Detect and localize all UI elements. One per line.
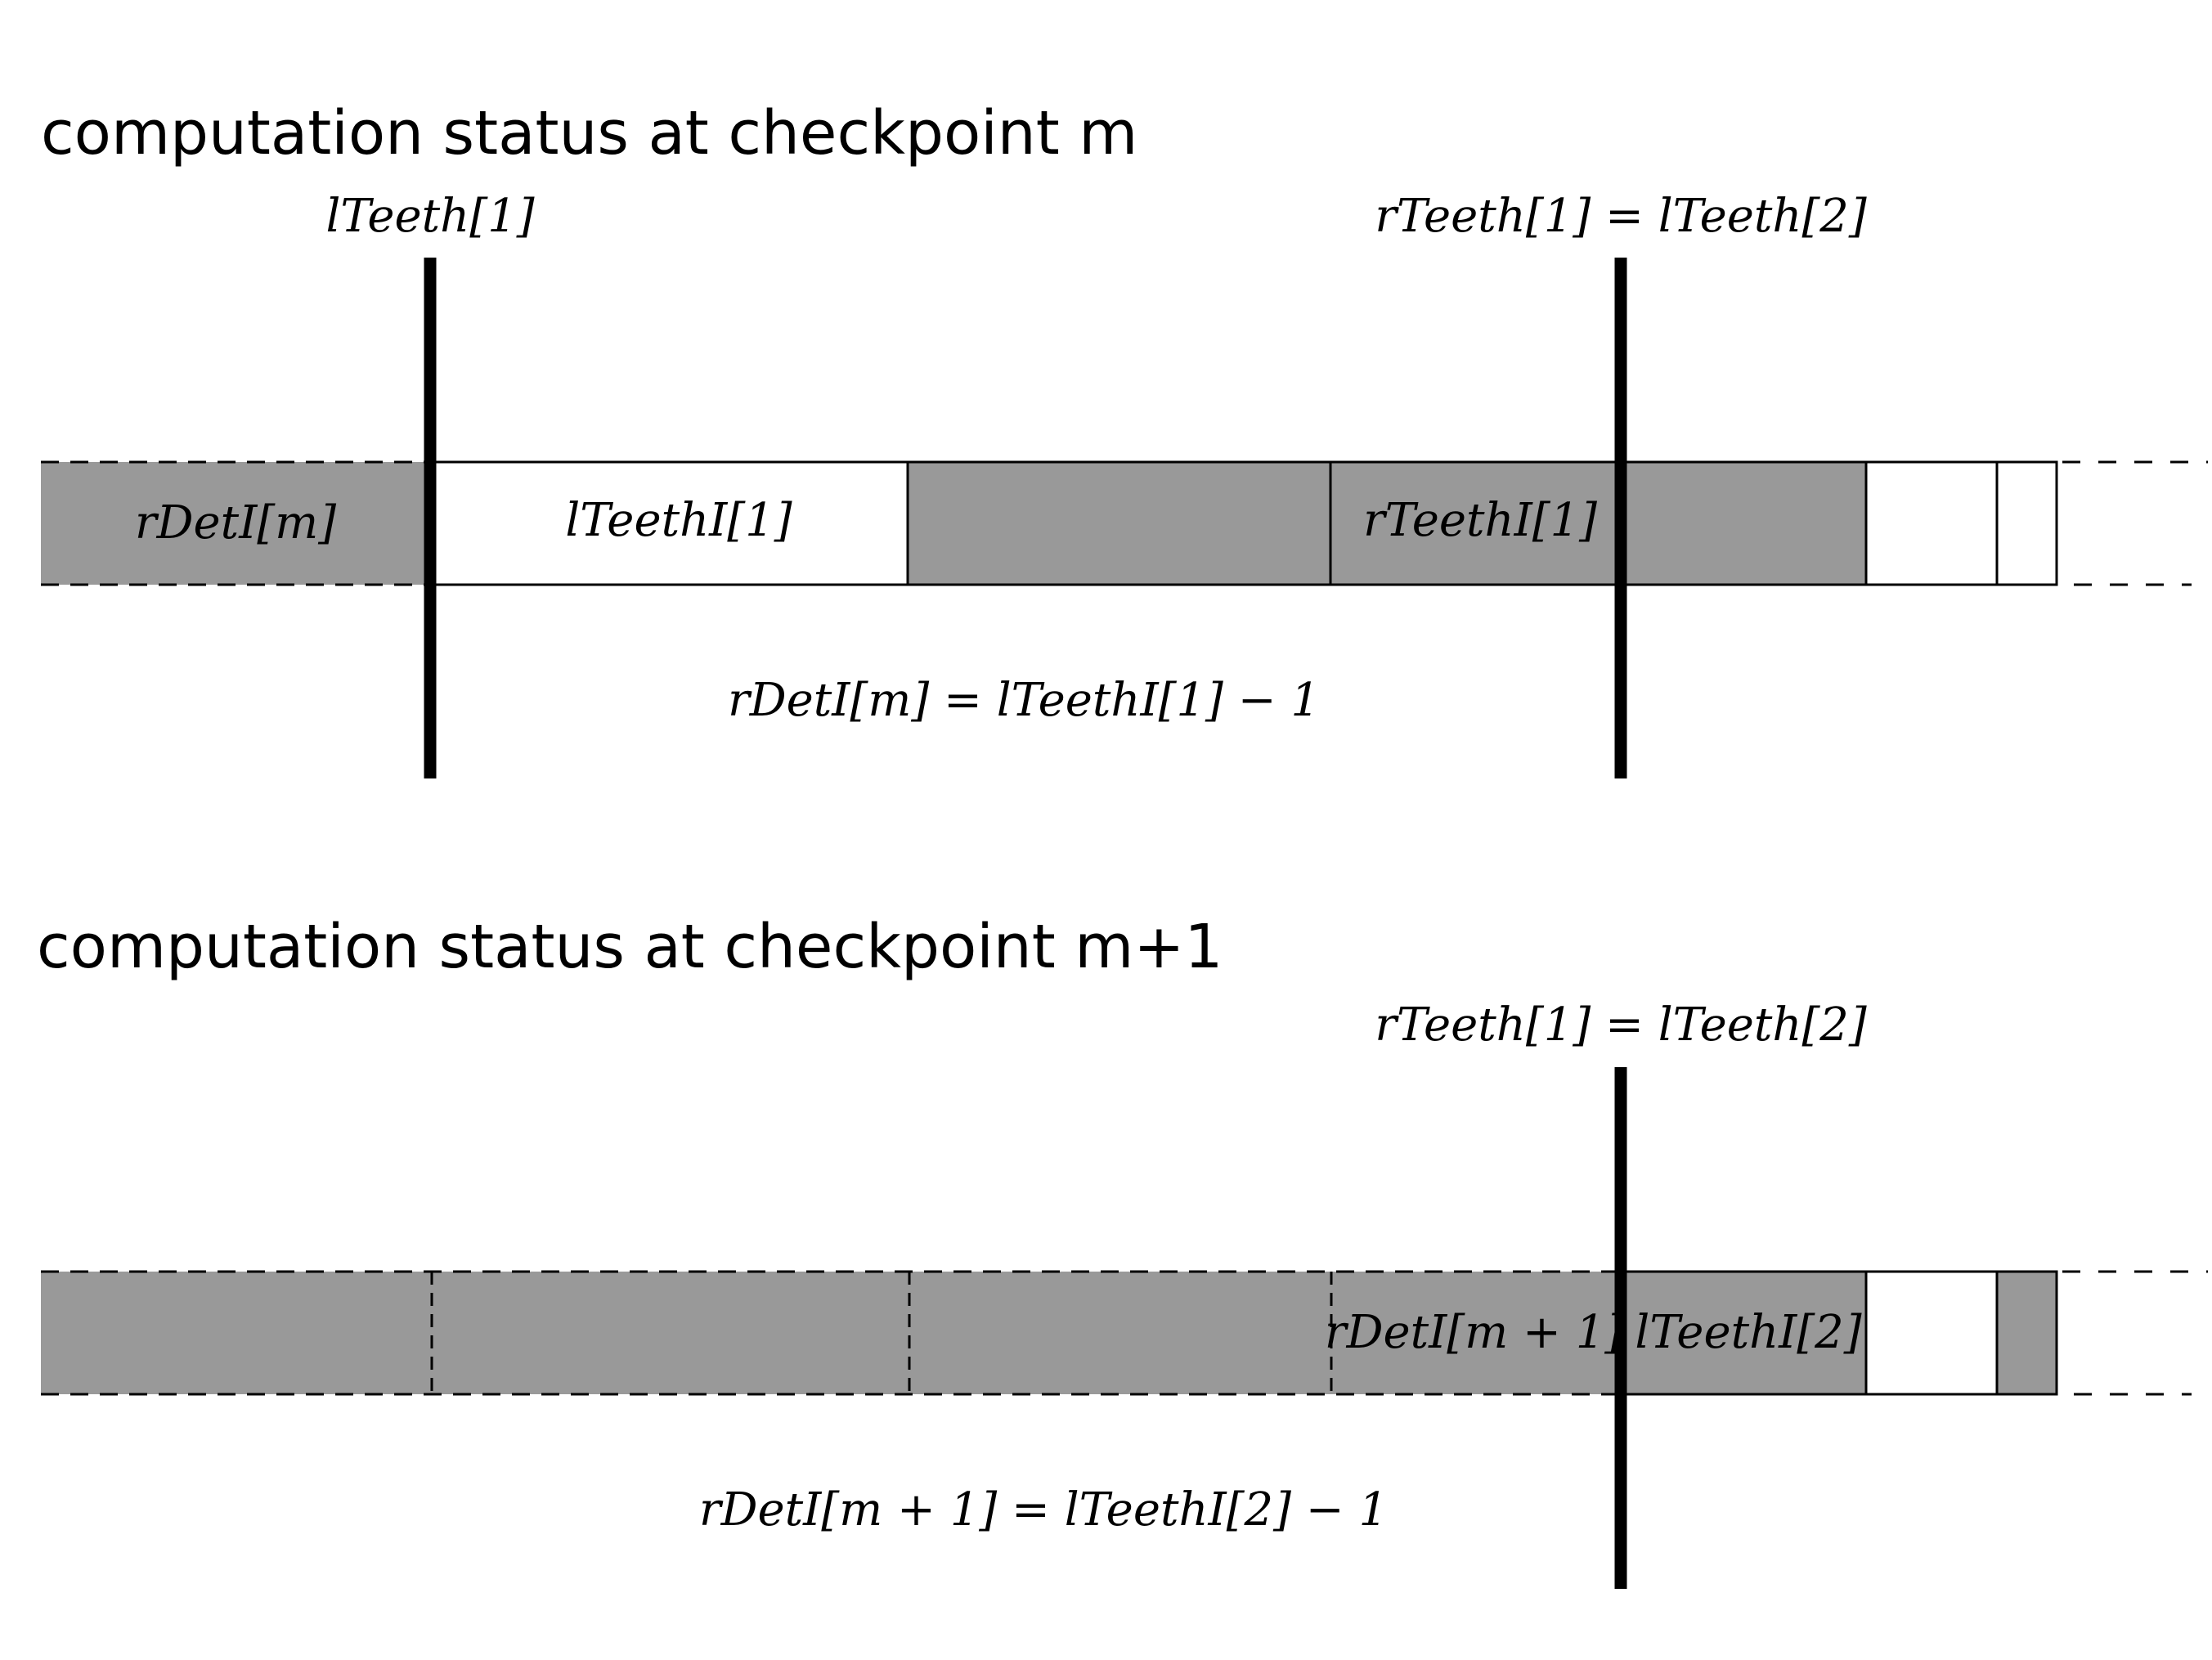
segment-processed-left	[41, 1272, 1619, 1394]
segment-unprocessed	[1864, 1270, 1999, 1396]
relation-label: rDetI[m + 1] = lTeethI[2] − 1	[699, 1483, 1388, 1537]
segment-rdet-m	[41, 462, 429, 585]
panel-title: computation status at checkpoint m+1	[37, 912, 1223, 982]
segment-rteethi-1	[1329, 460, 1620, 586]
segment-unprocessed-b	[1995, 460, 2058, 586]
segment-label-lteethi-1: lTeethI[1]	[565, 494, 792, 547]
segment-processed-end	[1995, 1270, 2058, 1396]
tooth-label-rteeth-1: rTeeth[1] = lTeeth[2]	[1375, 998, 1867, 1052]
relation-label: rDetI[m] = lTeethI[1] − 1	[728, 674, 1320, 727]
segment-label-rteethi-1: rTeethI[1]	[1363, 494, 1597, 547]
segment-unprocessed-a	[1864, 460, 1999, 586]
tooth-label-lteeth-1: lTeeth[1]	[325, 190, 534, 243]
panel-checkpoint-m: computation status at checkpoint m lTeet…	[41, 98, 2208, 778]
tooth-label-rteeth-1: rTeeth[1] = lTeeth[2]	[1375, 190, 1867, 243]
panel-title: computation status at checkpoint m	[41, 98, 1137, 168]
segment-label-rdet-m-plus-1: rDetI[m + 1]	[1325, 1306, 1623, 1359]
segment-lteethi-1	[428, 460, 909, 586]
segment-processed-middle	[906, 460, 1332, 586]
segment-label-rdet-m: rDetI[m]	[135, 496, 336, 550]
panel-checkpoint-m-plus-1: computation status at checkpoint m+1 rTe…	[37, 912, 2208, 1589]
segment-label-lteethi-2: lTeethI[2]	[1635, 1306, 1861, 1359]
segment-processed-right	[1617, 460, 1868, 586]
